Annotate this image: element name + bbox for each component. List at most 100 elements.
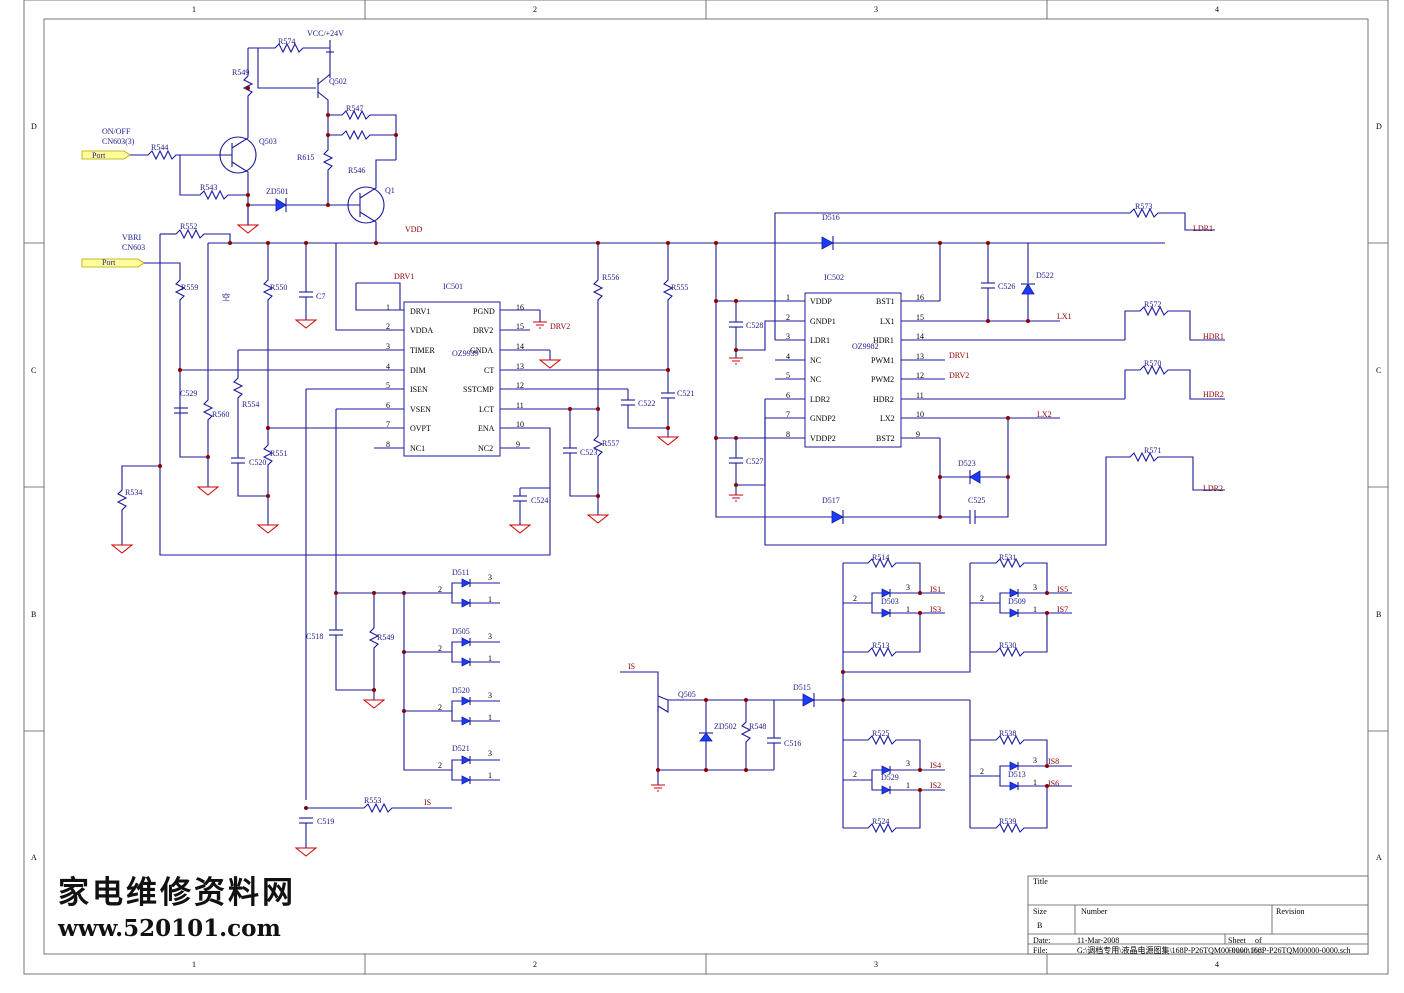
label-r530: R530: [999, 641, 1016, 650]
net-drv2-ic501: DRV2: [550, 322, 570, 331]
d513-pin-a: 2: [980, 767, 984, 776]
ic502-pin2-name: GNDP1: [810, 317, 836, 326]
label-q503: Q503: [259, 137, 277, 146]
ic502-pin8-name: VDDP2: [810, 434, 836, 443]
date-label: Date:: [1033, 936, 1050, 945]
watermark-url: www.520101.com: [57, 915, 281, 942]
d511-pin-k2: 1: [488, 595, 492, 604]
label-r546: R546: [348, 166, 365, 175]
col-label-2-bottom: 2: [533, 960, 537, 969]
col-label-1-bottom: 1: [192, 960, 196, 969]
ic502: IC502 OZ9982 1 2 3 4 5 6 7 8 VDDP GNDP1 …: [765, 273, 1125, 448]
sheet-label: Sheet: [1228, 936, 1247, 945]
ic502-pin7-name: GNDP2: [810, 414, 836, 423]
ic501-pin16-num: 16: [516, 303, 524, 312]
ic501-pin5-name: ISEN: [410, 385, 428, 394]
of-label: of: [1255, 936, 1262, 945]
ic501-pin13-num: 13: [516, 362, 524, 371]
label-d522: D522: [1036, 271, 1054, 280]
label-c525: C525: [968, 496, 985, 505]
d513-pin-k1: 3: [1033, 756, 1037, 765]
net-vdd: VDD: [405, 225, 423, 234]
label-r573: R573: [1135, 202, 1152, 211]
col-label-1: 1: [192, 5, 196, 14]
power-switch-section: R574 VCC/+24V R549 Q502 R547 ON/OFF CN60…: [81, 29, 423, 243]
label-c518: C518: [306, 632, 323, 641]
ic501-pin3-name: TIMER: [410, 346, 436, 355]
diode-pair-d520: D520 2 3 1: [404, 686, 500, 726]
watermark-chinese: 家电维修资料网: [58, 875, 296, 911]
ic501-pin12-num: 12: [516, 381, 524, 390]
label-r551: R551: [270, 449, 287, 458]
net-drv2-out: DRV2: [949, 371, 969, 380]
label-r525: R525: [872, 729, 889, 738]
ic502-pin11-num: 11: [916, 391, 924, 400]
label-oz9939: OZ9939: [452, 349, 479, 358]
net-lx2: LX2: [1037, 410, 1052, 419]
col-label-4-bottom: 4: [1215, 960, 1219, 969]
row-label-d-right: D: [1376, 122, 1382, 131]
ic501-pin14-name: GNDA: [470, 346, 493, 355]
label-r615: R615: [297, 153, 314, 162]
net-ldr2: LDR2: [1203, 484, 1223, 493]
ic502-pin12-name: PWM2: [871, 375, 894, 384]
d505-pin-k2: 1: [488, 654, 492, 663]
d503-pin-k2: 1: [906, 605, 910, 614]
label-q502: Q502: [329, 77, 347, 86]
row-label-c-right: C: [1376, 366, 1381, 375]
label-r557: R557: [602, 439, 619, 448]
col-label-4: 4: [1215, 5, 1219, 14]
label-d516: D516: [822, 213, 840, 222]
d509-pin-k2: 1: [1033, 605, 1037, 614]
drv1-stub: [356, 282, 401, 310]
label-kong: 空: [222, 292, 230, 302]
label-d509: D509: [1008, 597, 1026, 606]
d520-pin-k2: 1: [488, 713, 492, 722]
ic502-pin4-name: NC: [810, 356, 821, 365]
ic501-pin13-name: CT: [484, 366, 494, 375]
d529-pin-k2: 1: [906, 781, 910, 790]
port-onoff: [81, 150, 131, 160]
label-r548: R548: [749, 722, 766, 731]
ic502-right-pins: 16 15 14 13 12 11 10 9 BST1 LX1 HDR1 PWM…: [871, 293, 1125, 443]
net-is3: IS3: [930, 605, 941, 614]
ic501: IC501 OZ9939 1 2 3 4 5 6 7 8 DRV1 VDDA T…: [374, 282, 668, 457]
ic501-pin12-name: SSTCMP: [463, 385, 494, 394]
ic502-pin12-num: 12: [916, 371, 924, 380]
net-is2: IS2: [930, 781, 941, 790]
port-1-label: Port: [92, 151, 106, 160]
label-r514: R514: [872, 553, 889, 562]
ic502-pin9-num: 9: [916, 430, 920, 439]
label-r549: R549: [232, 68, 249, 77]
d505-pin-k1: 3: [488, 632, 492, 641]
port-vbri: [81, 258, 145, 268]
label-r524: R524: [872, 817, 889, 826]
d529-pin-a: 2: [853, 770, 857, 779]
ic502-pin5-name: NC: [810, 375, 821, 384]
ic502-pin3-name: LDR1: [810, 336, 830, 345]
row-label-b: B: [31, 610, 36, 619]
label-r549b: R549: [377, 633, 394, 642]
label-r553: R553: [364, 796, 381, 805]
vdd-bus-section: VBRI CN603 R552 Port R559 空 R550 C7 C529…: [81, 222, 1165, 556]
ic502-pin16-name: BST1: [876, 297, 895, 306]
ic502-pin1-num: 1: [786, 293, 790, 302]
d505-pin-a: 2: [438, 644, 442, 653]
d511-pin-k1: 3: [488, 573, 492, 582]
ic502-pin5-num: 5: [786, 371, 790, 380]
ic502-left-pins: 1 2 3 4 5 6 7 8 VDDP GNDP1 LDR1 NC NC LD…: [765, 293, 836, 443]
ic502-pin3-num: 3: [786, 332, 790, 341]
row-label-a-right: A: [1376, 853, 1382, 862]
ic501-pin9-name: NC2: [478, 444, 493, 453]
label-c7: C7: [316, 292, 325, 301]
cluster-d529: R525 D529 2 3 1 IS4 IS2 R524: [843, 729, 945, 834]
ic501-pin11-name: LCT: [479, 405, 494, 414]
label-r547: R547: [346, 104, 363, 113]
ic501-pin14-num: 14: [516, 342, 524, 351]
size-value: B: [1037, 921, 1042, 930]
label-d511: D511: [452, 568, 469, 577]
label-r574: R574: [278, 37, 295, 46]
label-c528: C528: [746, 321, 763, 330]
ic501-pin16-name: PGND: [473, 307, 495, 316]
net-is-a: IS: [424, 798, 431, 807]
